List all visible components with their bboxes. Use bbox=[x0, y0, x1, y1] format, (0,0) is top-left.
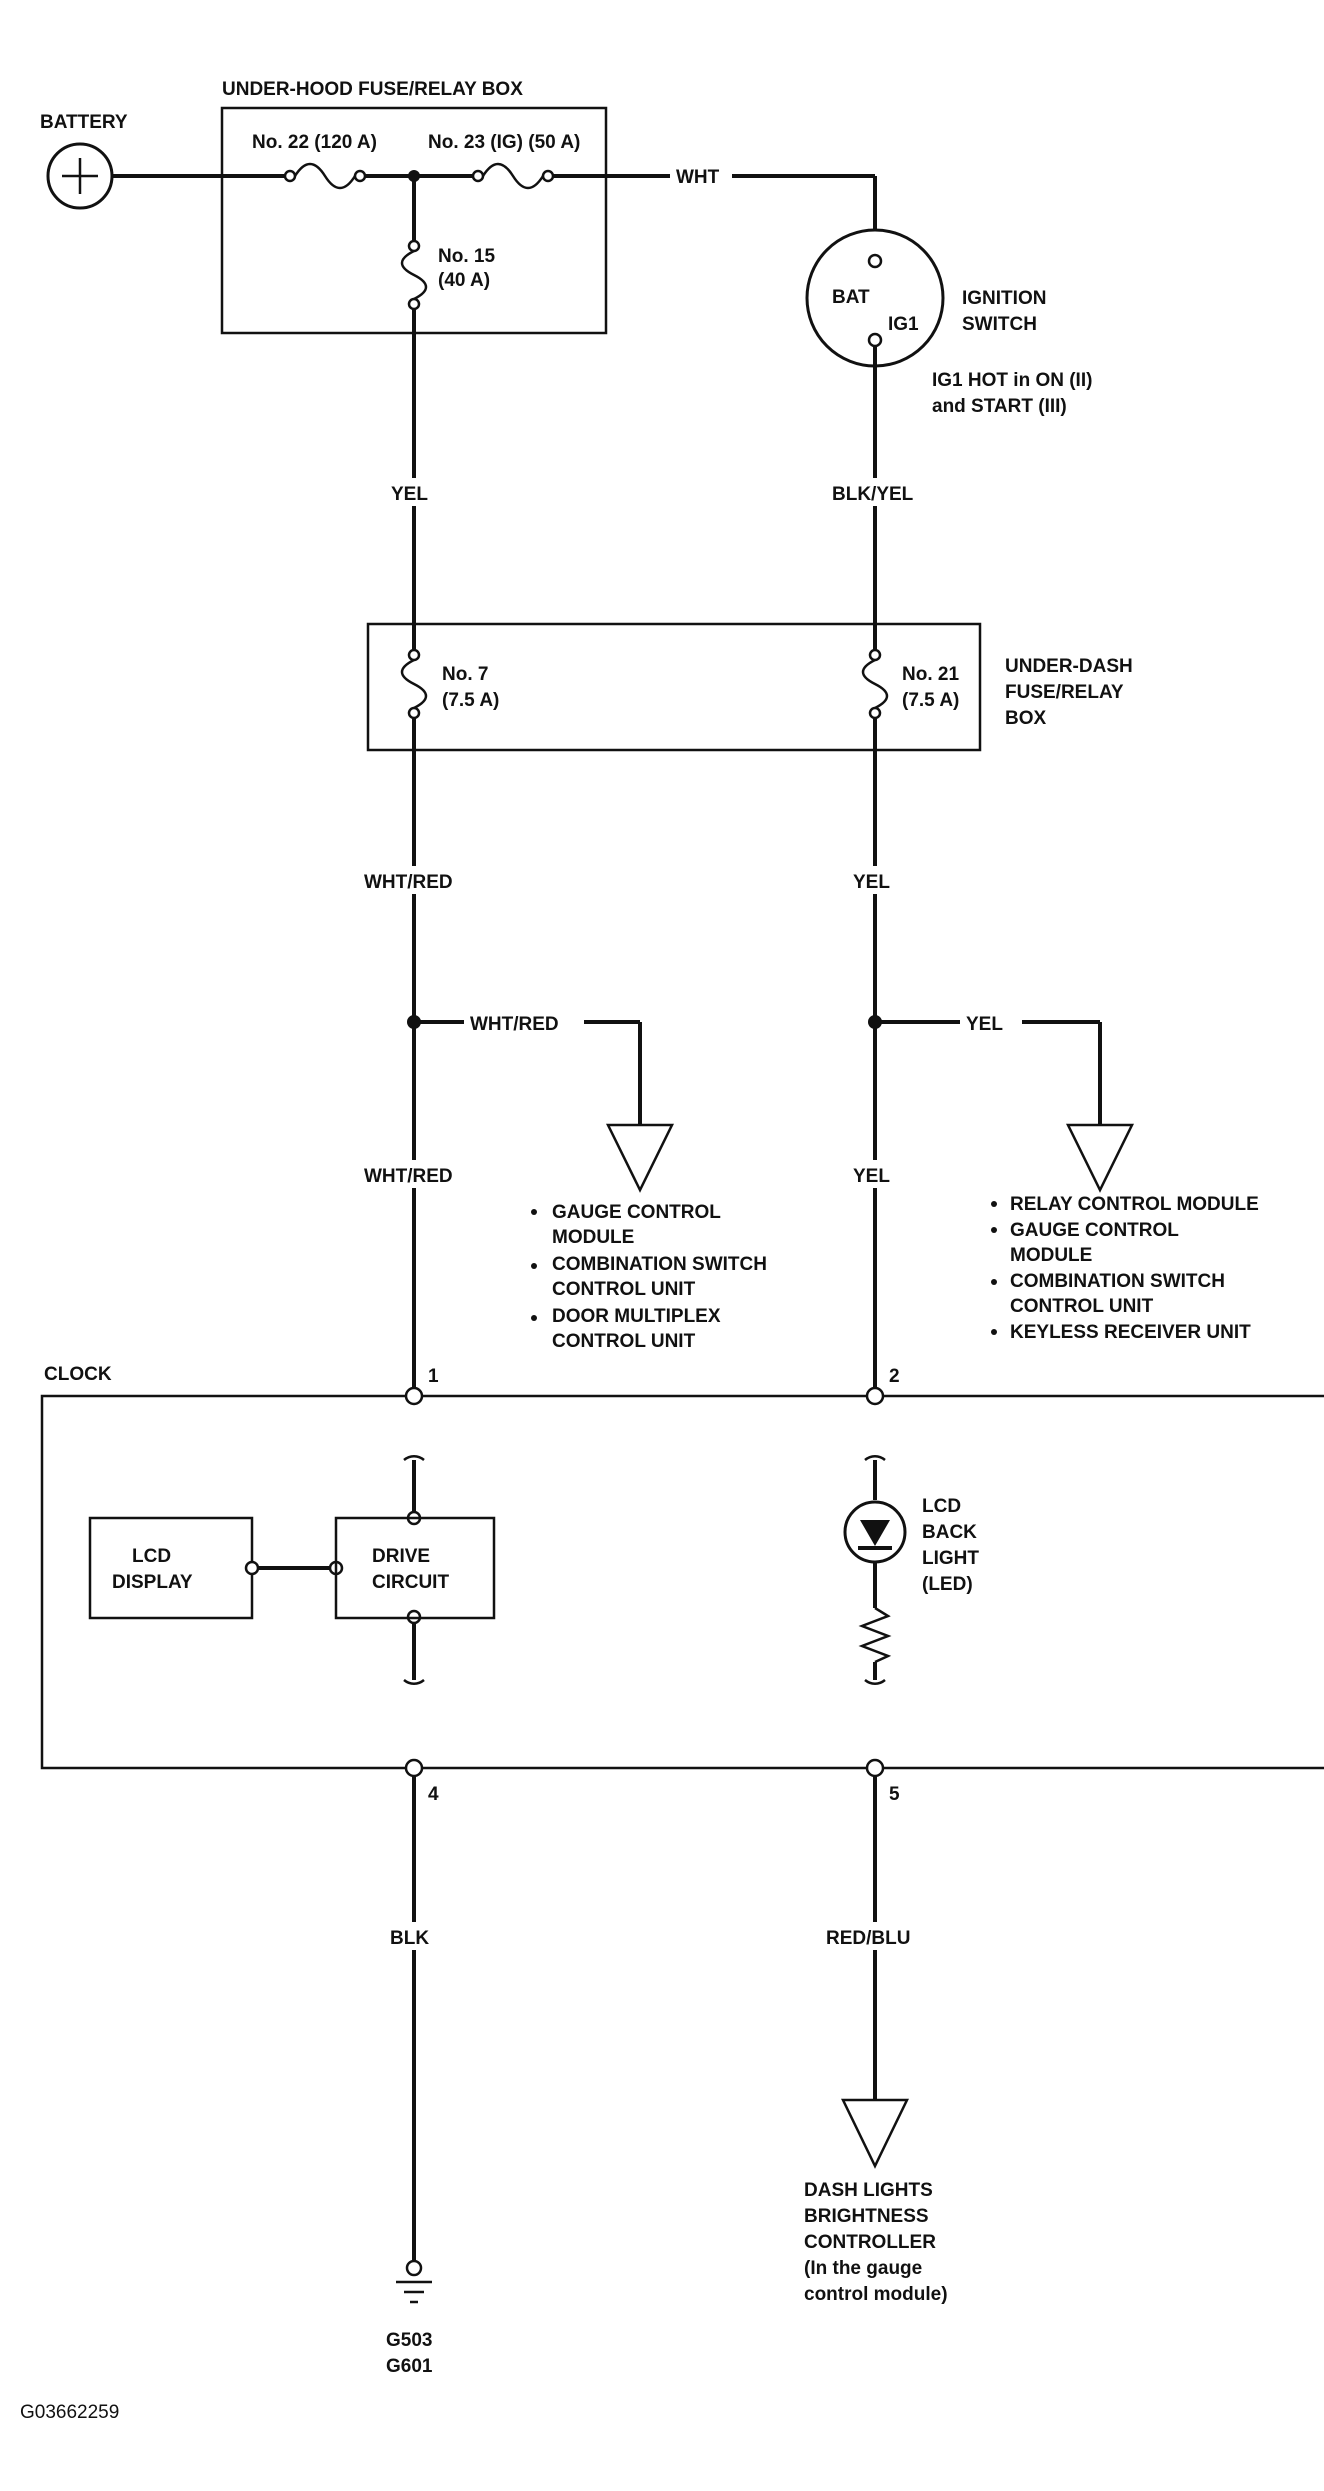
fuse-7-icon bbox=[400, 648, 428, 720]
right-dest-gauge: GAUGE CONTROL bbox=[1010, 1220, 1179, 1241]
lcd-display-label-2: DISPLAY bbox=[112, 1572, 193, 1593]
wht-wire-label: WHT bbox=[676, 167, 720, 188]
underdash-fuse-box bbox=[366, 622, 982, 752]
right-destinations-list: RELAY CONTROL MODULE GAUGE CONTROL MODUL… bbox=[991, 1194, 1259, 1343]
fuse-15-rating: (40 A) bbox=[438, 270, 490, 291]
right-dest-gauge-2: MODULE bbox=[1010, 1245, 1092, 1266]
underdash-box-label: UNDER-DASH bbox=[1005, 656, 1133, 677]
ignition-switch-label: IGNITION bbox=[962, 288, 1046, 309]
left-dest-combination-2: CONTROL UNIT bbox=[552, 1279, 696, 1300]
ignition-note-2: and START (III) bbox=[932, 396, 1067, 417]
clock-pin-4 bbox=[404, 1758, 424, 1778]
ground-label-2: G601 bbox=[386, 2356, 433, 2377]
battery-label: BATTERY bbox=[40, 112, 128, 133]
blk-yel-wire-label: BLK/YEL bbox=[832, 484, 914, 505]
ignition-switch-label-2: SWITCH bbox=[962, 314, 1037, 335]
underdash-box-label-3: BOX bbox=[1005, 708, 1047, 729]
fuse-23-icon bbox=[471, 162, 555, 190]
left-dest-combination: COMBINATION SWITCH bbox=[552, 1254, 767, 1275]
red-blu-wire-label: RED/BLU bbox=[826, 1928, 910, 1949]
fuse-7-label: No. 7 bbox=[442, 664, 488, 685]
fuse-21-label: No. 21 bbox=[902, 664, 959, 685]
dash-controller-line-4: (In the gauge bbox=[804, 2258, 922, 2279]
dash-controller-line-2: BRIGHTNESS bbox=[804, 2206, 929, 2227]
blk-wire-label: BLK bbox=[390, 1928, 429, 1949]
drive-circuit-label: DRIVE bbox=[372, 1546, 430, 1567]
right-dest-combination: COMBINATION SWITCH bbox=[1010, 1271, 1225, 1292]
fuse-23-label: No. 23 (IG) (50 A) bbox=[428, 132, 580, 153]
lcd-display-label: LCD bbox=[132, 1546, 171, 1567]
resistor-icon bbox=[858, 1606, 892, 1685]
ignition-switch-icon bbox=[805, 228, 945, 368]
yel-wire-label-1: YEL bbox=[853, 872, 890, 893]
figure-id: G03662259 bbox=[20, 2402, 119, 2423]
drive-circuit-box bbox=[334, 1516, 496, 1620]
dash-controller-line-1: DASH LIGHTS bbox=[804, 2180, 933, 2201]
yel-wire-label-left: YEL bbox=[391, 484, 428, 505]
clock-pin-5-label: 5 bbox=[889, 1784, 900, 1805]
underdash-box-label-2: FUSE/RELAY bbox=[1005, 682, 1124, 703]
wht-red-wire-label-2: WHT/RED bbox=[364, 1166, 453, 1187]
ignition-note: IG1 HOT in ON (II) bbox=[932, 370, 1092, 391]
clock-pin-2 bbox=[865, 1386, 885, 1406]
wht-red-wire-label-1: WHT/RED bbox=[364, 872, 453, 893]
clock-box bbox=[40, 1394, 1324, 1770]
dash-controller-line-3: CONTROLLER bbox=[804, 2232, 936, 2253]
clock-label: CLOCK bbox=[44, 1364, 112, 1385]
drive-circuit-label-2: CIRCUIT bbox=[372, 1572, 449, 1593]
underhood-box-label: UNDER-HOOD FUSE/RELAY BOX bbox=[222, 79, 523, 100]
wht-red-branch-label: WHT/RED bbox=[470, 1014, 559, 1035]
ground-label: G503 bbox=[386, 2330, 432, 2351]
clock-pin-1 bbox=[404, 1386, 424, 1406]
clock-pin-1-label: 1 bbox=[428, 1366, 439, 1387]
battery-icon bbox=[46, 142, 114, 210]
yel-wire-label-2: YEL bbox=[853, 1166, 890, 1187]
right-dest-combination-2: CONTROL UNIT bbox=[1010, 1296, 1154, 1317]
fuse-15-icon bbox=[400, 239, 428, 311]
right-dest-relay: RELAY CONTROL MODULE bbox=[1010, 1194, 1259, 1215]
clock-pin-2-label: 2 bbox=[889, 1366, 900, 1387]
left-dest-gauge: GAUGE CONTROL bbox=[552, 1202, 721, 1223]
left-dest-door-2: CONTROL UNIT bbox=[552, 1331, 696, 1352]
fuse-15-label: No. 15 bbox=[438, 246, 495, 267]
arrow-down-icon bbox=[605, 1123, 675, 1193]
right-dest-keyless: KEYLESS RECEIVER UNIT bbox=[1010, 1322, 1251, 1343]
clock-pin-4-label: 4 bbox=[428, 1784, 439, 1805]
backlight-label-3: LIGHT bbox=[922, 1548, 979, 1569]
backlight-label-2: BACK bbox=[922, 1522, 977, 1543]
left-dest-door: DOOR MULTIPLEX bbox=[552, 1306, 721, 1327]
yel-branch-label: YEL bbox=[966, 1014, 1003, 1035]
arrow-down-icon bbox=[1065, 1123, 1135, 1193]
drive-circuit-connector bbox=[403, 1455, 425, 1685]
dash-controller-line-5: control module) bbox=[804, 2284, 948, 2305]
lcd-terminal bbox=[244, 1560, 260, 1576]
left-destinations-list: GAUGE CONTROL MODULE COMBINATION SWITCH … bbox=[531, 1202, 767, 1352]
led-icon bbox=[843, 1455, 907, 1608]
lcd-display-box bbox=[88, 1516, 254, 1620]
left-dest-gauge-2: MODULE bbox=[552, 1227, 634, 1248]
fuse-21-icon bbox=[861, 648, 889, 720]
fuse-22-icon bbox=[283, 162, 367, 190]
dash-controller-label: DASH LIGHTS BRIGHTNESS CONTROLLER (In th… bbox=[804, 2180, 948, 2305]
backlight-label: LCD bbox=[922, 1496, 961, 1517]
clock-pin-5 bbox=[865, 1758, 885, 1778]
ignition-ig1-terminal: IG1 bbox=[888, 314, 919, 335]
arrow-down-icon bbox=[841, 2098, 909, 2169]
fuse-7-rating: (7.5 A) bbox=[442, 690, 499, 711]
ground-icon bbox=[396, 2259, 432, 2304]
fuse-21-rating: (7.5 A) bbox=[902, 690, 959, 711]
fuse-22-label: No. 22 (120 A) bbox=[252, 132, 377, 153]
ignition-bat-terminal: BAT bbox=[832, 287, 870, 308]
backlight-label-4: (LED) bbox=[922, 1574, 973, 1595]
